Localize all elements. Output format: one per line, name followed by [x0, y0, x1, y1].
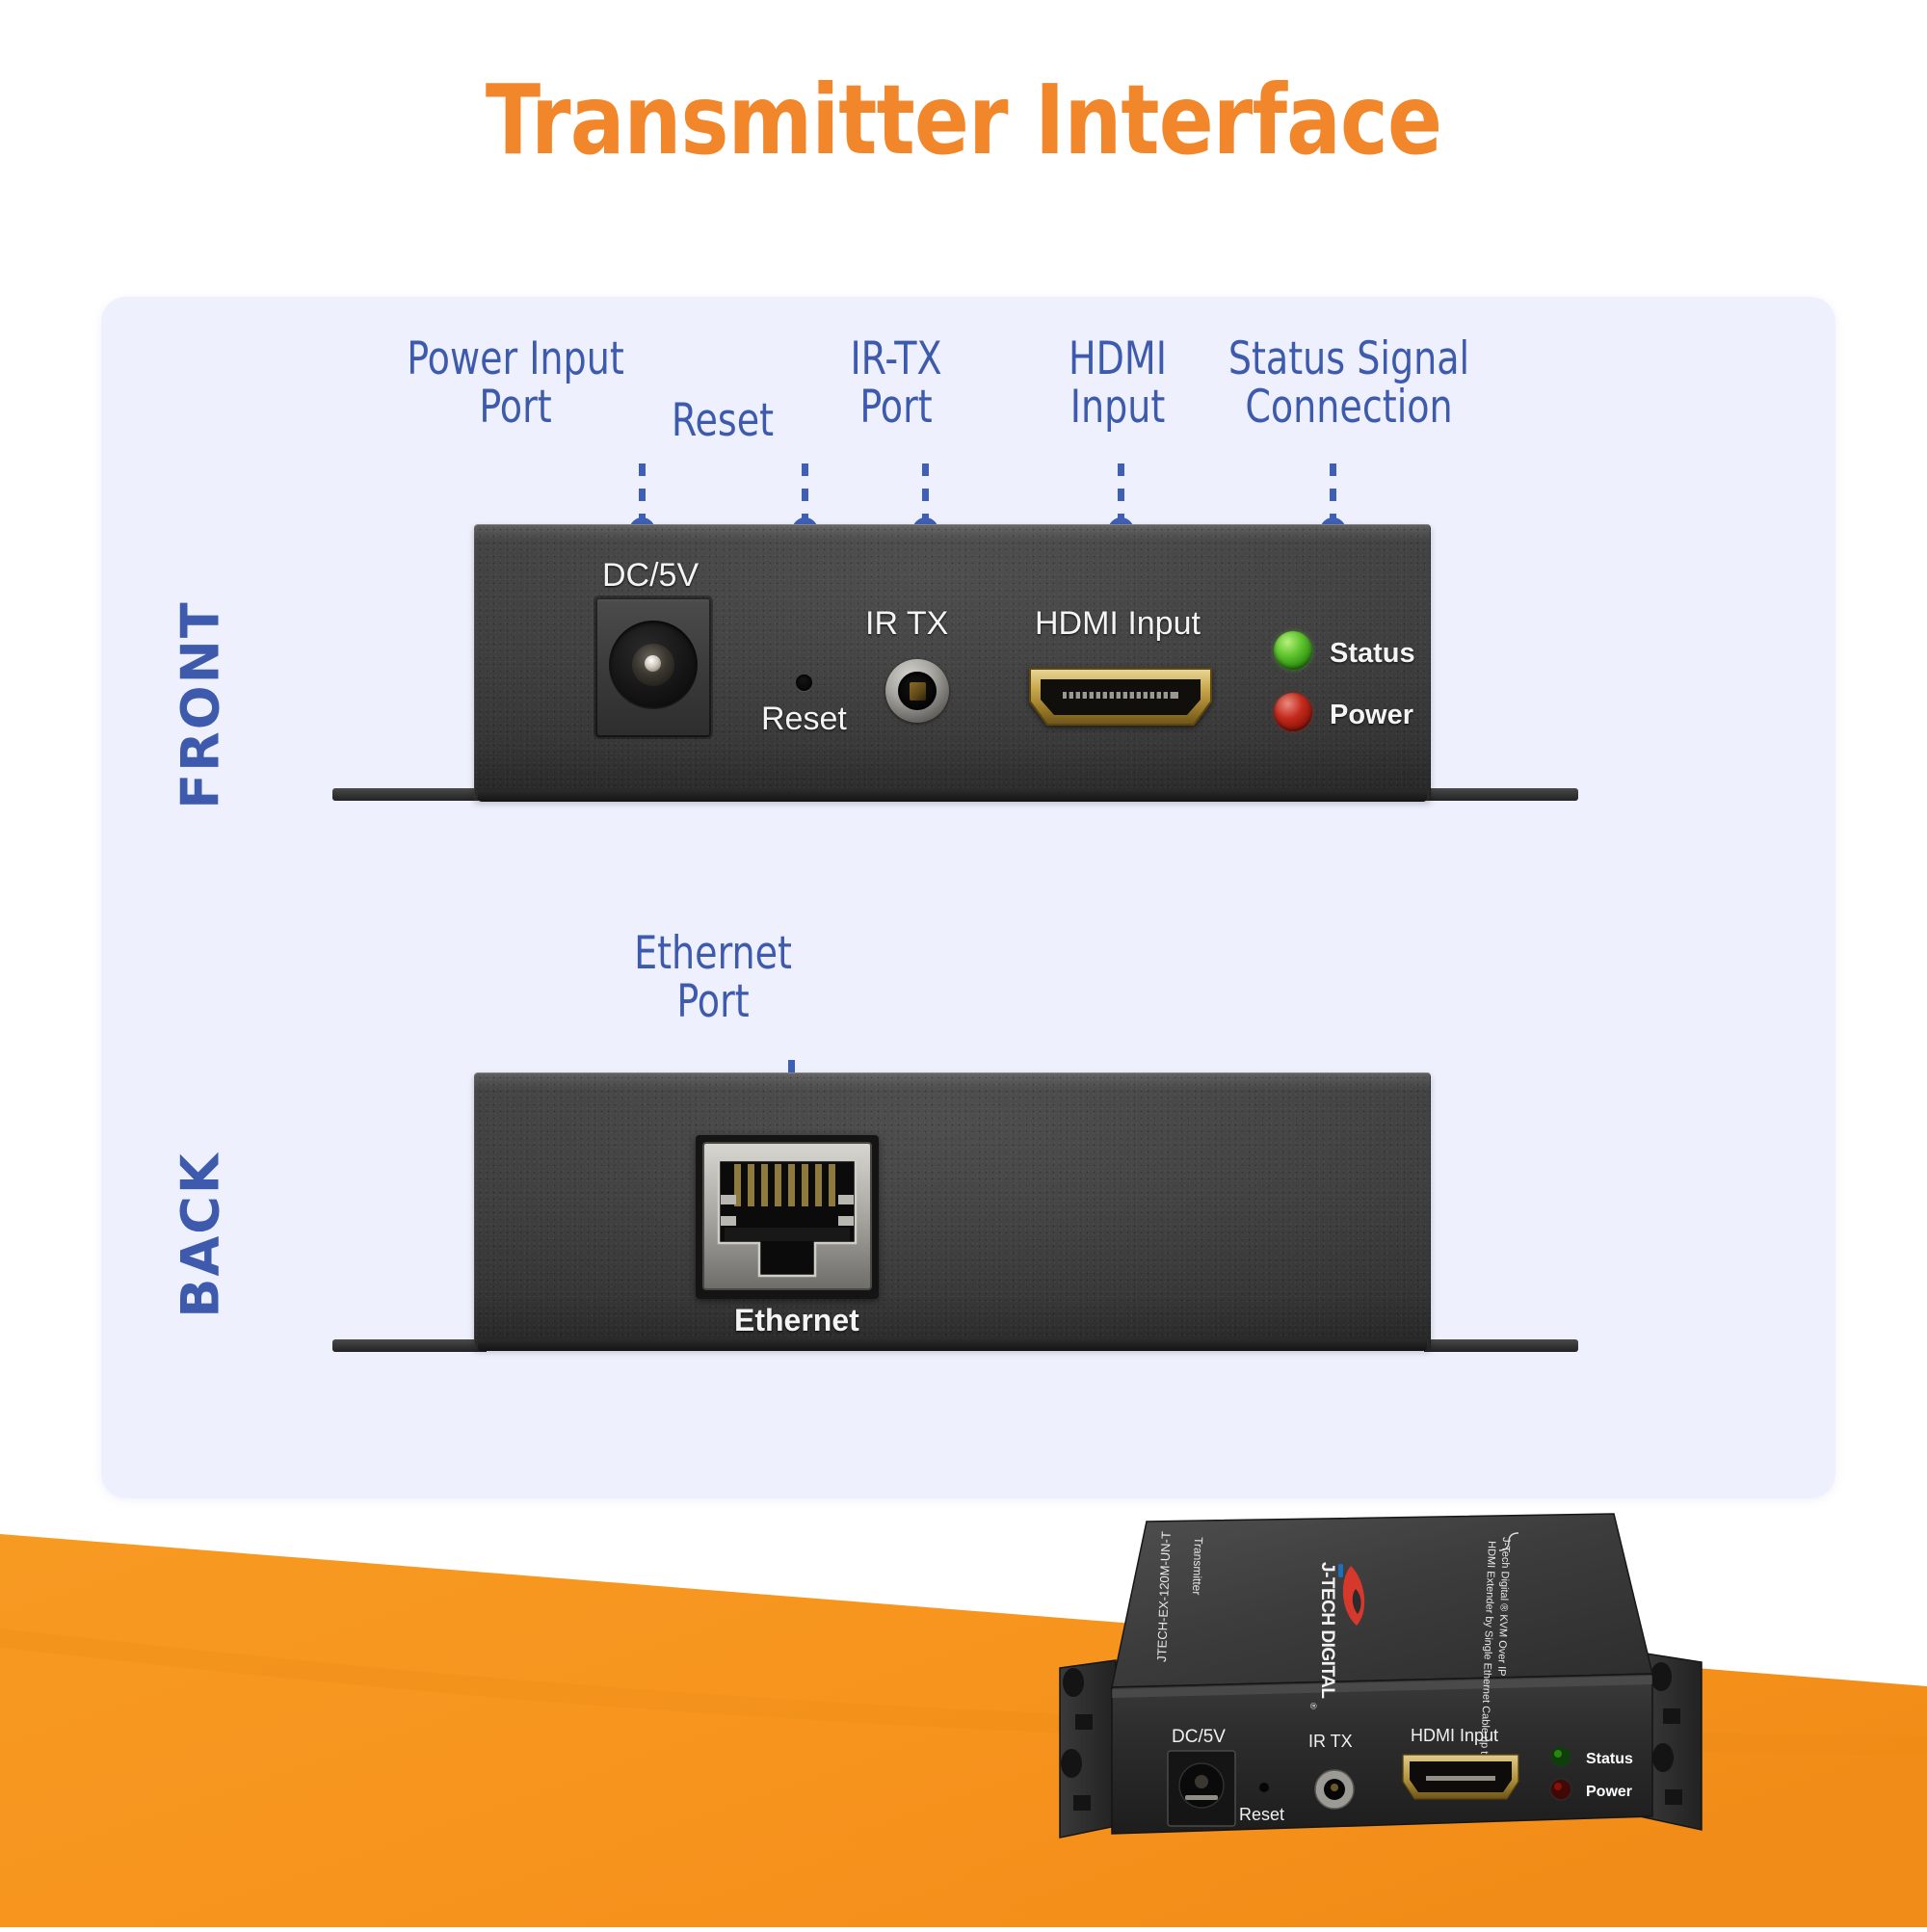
hdmi-input-port — [1029, 668, 1212, 726]
leader-ir-tx-port — [922, 463, 929, 523]
silk-hdmi-label: HDMI Input — [1035, 605, 1201, 642]
callout-reset: Reset — [671, 394, 775, 447]
photo-ir-tx-label: IR TX — [1308, 1732, 1353, 1751]
page-title: Transmitter Interface — [485, 64, 1442, 176]
callout-ir-tx-port: IR-TX Port — [850, 332, 942, 435]
photo-logo-text: J-TECH DIGITAL — [1317, 1562, 1337, 1699]
photo-led-status — [1549, 1745, 1572, 1768]
photo-logo-registered: ® — [1308, 1703, 1318, 1709]
callout-hdmi-input: HDMI Input — [1068, 332, 1167, 435]
ir-tx-jack-bore — [898, 672, 937, 710]
photo-reset-label: Reset — [1239, 1805, 1284, 1824]
silk-power-label: Power — [1330, 700, 1414, 730]
callout-power-input-port: Power Input Port — [407, 332, 624, 435]
ethernet-rj45-port — [696, 1135, 879, 1299]
decorative-orange-band — [0, 1484, 1927, 1927]
callout-status-signal: Status Signal Connection — [1227, 332, 1470, 435]
silk-dc-label: DC/5V — [602, 557, 700, 594]
silk-ir-tx-label: IR TX — [865, 605, 949, 642]
leader-power-input-port — [639, 463, 646, 523]
front-panel-lip — [478, 790, 1427, 802]
mounting-ear-left — [332, 788, 487, 801]
photo-brand-line-1: J-Tech Digital ® KVM Over IP — [1495, 1537, 1512, 1677]
photo-model-number: JTECH-EX-120M-UN-T — [1154, 1531, 1174, 1662]
photo-reset-pinhole — [1259, 1783, 1269, 1792]
dc-jack-outer — [609, 621, 698, 709]
view-label-front: FRONT — [170, 600, 231, 809]
leader-reset — [802, 463, 808, 523]
silk-status-label: Status — [1330, 638, 1415, 669]
silk-ethernet-label: Ethernet — [734, 1303, 859, 1337]
photo-status-label: Status — [1586, 1751, 1633, 1767]
leader-status-signal — [1330, 463, 1336, 523]
callout-ethernet-port: Ethernet Port — [634, 927, 792, 1029]
dc-jack-bezel — [595, 597, 711, 737]
reset-pinhole — [796, 675, 812, 691]
photo-power-label: Power — [1586, 1784, 1632, 1800]
product-photo-render: Transmitter JTECH-EX-120M-UN-T J-Tech Di… — [1059, 1513, 1703, 1839]
back-panel-chassis — [474, 1072, 1431, 1349]
photo-hdmi-label: HDMI Input — [1411, 1726, 1498, 1745]
led-status — [1274, 631, 1312, 670]
product-photo: Transmitter JTECH-EX-120M-UN-T J-Tech Di… — [1050, 1498, 1725, 1927]
mounting-ear-left-back — [332, 1339, 487, 1352]
view-label-back: BACK — [170, 1151, 231, 1318]
dc-jack-inner — [632, 644, 674, 686]
mounting-ear-right-back — [1424, 1339, 1578, 1352]
photo-led-power — [1549, 1778, 1572, 1801]
silk-reset-label: Reset — [761, 701, 847, 737]
ir-tx-jack — [885, 659, 949, 723]
leader-hdmi-input — [1118, 463, 1124, 523]
back-panel-lip — [478, 1339, 1427, 1351]
ir-tx-jack-contact — [910, 682, 926, 701]
photo-dc-label: DC/5V — [1172, 1727, 1226, 1747]
photo-transmitter-marking: Transmitter — [1190, 1537, 1205, 1596]
mounting-ear-right — [1424, 788, 1578, 801]
orange-band-shape — [0, 1534, 1927, 1927]
led-power — [1274, 693, 1312, 731]
dc-jack-pin — [645, 655, 661, 672]
